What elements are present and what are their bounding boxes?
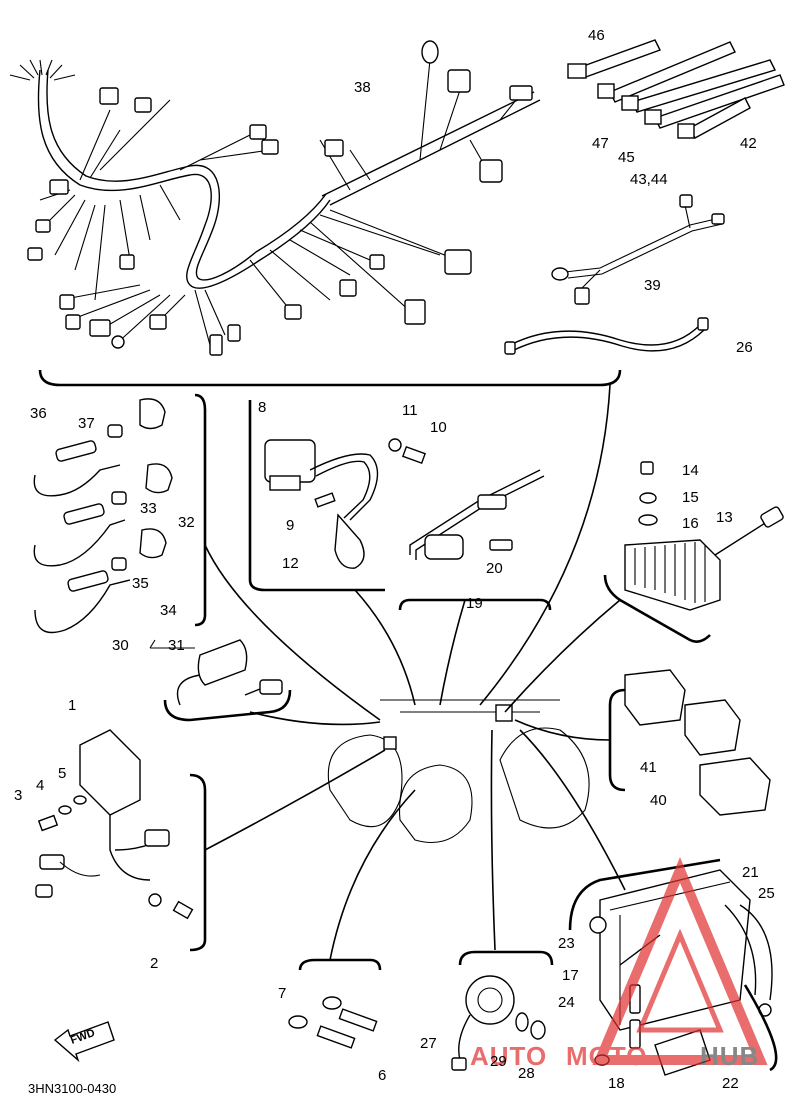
- switch-group-bracket: [458, 950, 554, 966]
- callout-38: 38: [354, 79, 371, 96]
- connector-covers: [624, 669, 771, 816]
- callout-39: 39: [644, 277, 661, 294]
- callout-30: 30: [112, 637, 129, 654]
- callout-41: 41: [640, 759, 657, 776]
- callout-10: 10: [430, 419, 447, 436]
- callout-16: 16: [682, 515, 699, 532]
- callout-34: 34: [160, 602, 177, 619]
- callout-21: 21: [742, 864, 759, 881]
- callout-9: 9: [286, 517, 294, 534]
- callout-33: 33: [140, 500, 157, 517]
- callout-12: 12: [282, 555, 299, 572]
- callout-24: 24: [558, 994, 575, 1011]
- callout-25: 25: [758, 885, 775, 902]
- callout-32: 32: [178, 514, 195, 531]
- callout-5: 5: [58, 765, 66, 782]
- callout-15: 15: [682, 489, 699, 506]
- callout-labels: 1234567891011121314151617181920212223242…: [14, 27, 775, 1092]
- callout-36: 36: [30, 405, 47, 422]
- callout-7: 7: [278, 985, 286, 1002]
- cable-tie-bands: [567, 39, 785, 139]
- callout-27: 27: [420, 1035, 437, 1052]
- callout-1: 1: [68, 697, 76, 714]
- watermark-logo: AUTO MOTO HUB: [470, 857, 768, 1071]
- watermark-auto: AUTO: [470, 1041, 547, 1071]
- callout-13: 13: [716, 509, 733, 526]
- leader-lines: [204, 384, 626, 961]
- callout-35: 35: [132, 575, 149, 592]
- sensor-lead-group: [33, 398, 173, 634]
- watermark-hub: HUB: [700, 1041, 759, 1071]
- callout-43-44: 43,44: [630, 171, 668, 188]
- callout-6: 6: [378, 1067, 386, 1084]
- cover-group-bracket: [608, 688, 626, 792]
- watermark-moto: MOTO: [566, 1041, 648, 1071]
- callout-8: 8: [258, 399, 266, 416]
- callout-18: 18: [608, 1075, 625, 1092]
- lead-wire: [504, 317, 709, 355]
- callout-17: 17: [562, 967, 579, 984]
- drawing-code: 3HN3100-0430: [28, 1081, 116, 1096]
- callout-2: 2: [150, 955, 158, 972]
- sub-wire-harness: [551, 194, 725, 305]
- callout-22: 22: [722, 1075, 739, 1092]
- callout-20: 20: [486, 560, 503, 577]
- callout-46: 46: [588, 27, 605, 44]
- callout-40: 40: [650, 792, 667, 809]
- callout-11: 11: [402, 402, 418, 419]
- main-wire-harness: [9, 40, 541, 356]
- flasher-group-bracket: [189, 773, 207, 952]
- relay-group-bracket: [398, 598, 552, 611]
- forward-direction-arrow: FWD: [53, 1021, 115, 1063]
- callout-19: 19: [466, 595, 483, 612]
- callout-29: 29: [490, 1053, 507, 1070]
- callout-28: 28: [518, 1065, 535, 1082]
- callout-42: 42: [740, 135, 757, 152]
- neutral-switch-group: [451, 975, 546, 1071]
- bolt-group-bracket: [298, 958, 382, 971]
- starter-relay-group: [409, 469, 545, 560]
- callout-3: 3: [14, 787, 22, 804]
- ignition-group-bracket: [248, 400, 385, 592]
- battery-group-bracket: [568, 858, 778, 1072]
- callout-26: 26: [736, 339, 753, 356]
- pickup-coil-group: [176, 639, 283, 706]
- ignition-coil-group: [264, 438, 427, 569]
- rectifier-group-bracket: [603, 574, 711, 643]
- callout-45: 45: [618, 149, 635, 166]
- bolt-set: [288, 996, 378, 1049]
- callout-37: 37: [78, 415, 95, 432]
- rectifier-regulator-group: [624, 461, 784, 611]
- frame-outline: [327, 699, 590, 844]
- sensor-group-bracket: [194, 393, 207, 627]
- callout-31: 31: [168, 637, 185, 654]
- callout-47: 47: [592, 135, 609, 152]
- harness-group-bracket: [38, 369, 622, 387]
- callout-14: 14: [682, 462, 699, 479]
- flasher-relay-group: [35, 729, 194, 920]
- callout-4: 4: [36, 777, 44, 794]
- pickup-group-bracket: [163, 689, 292, 722]
- callout-23: 23: [558, 935, 575, 952]
